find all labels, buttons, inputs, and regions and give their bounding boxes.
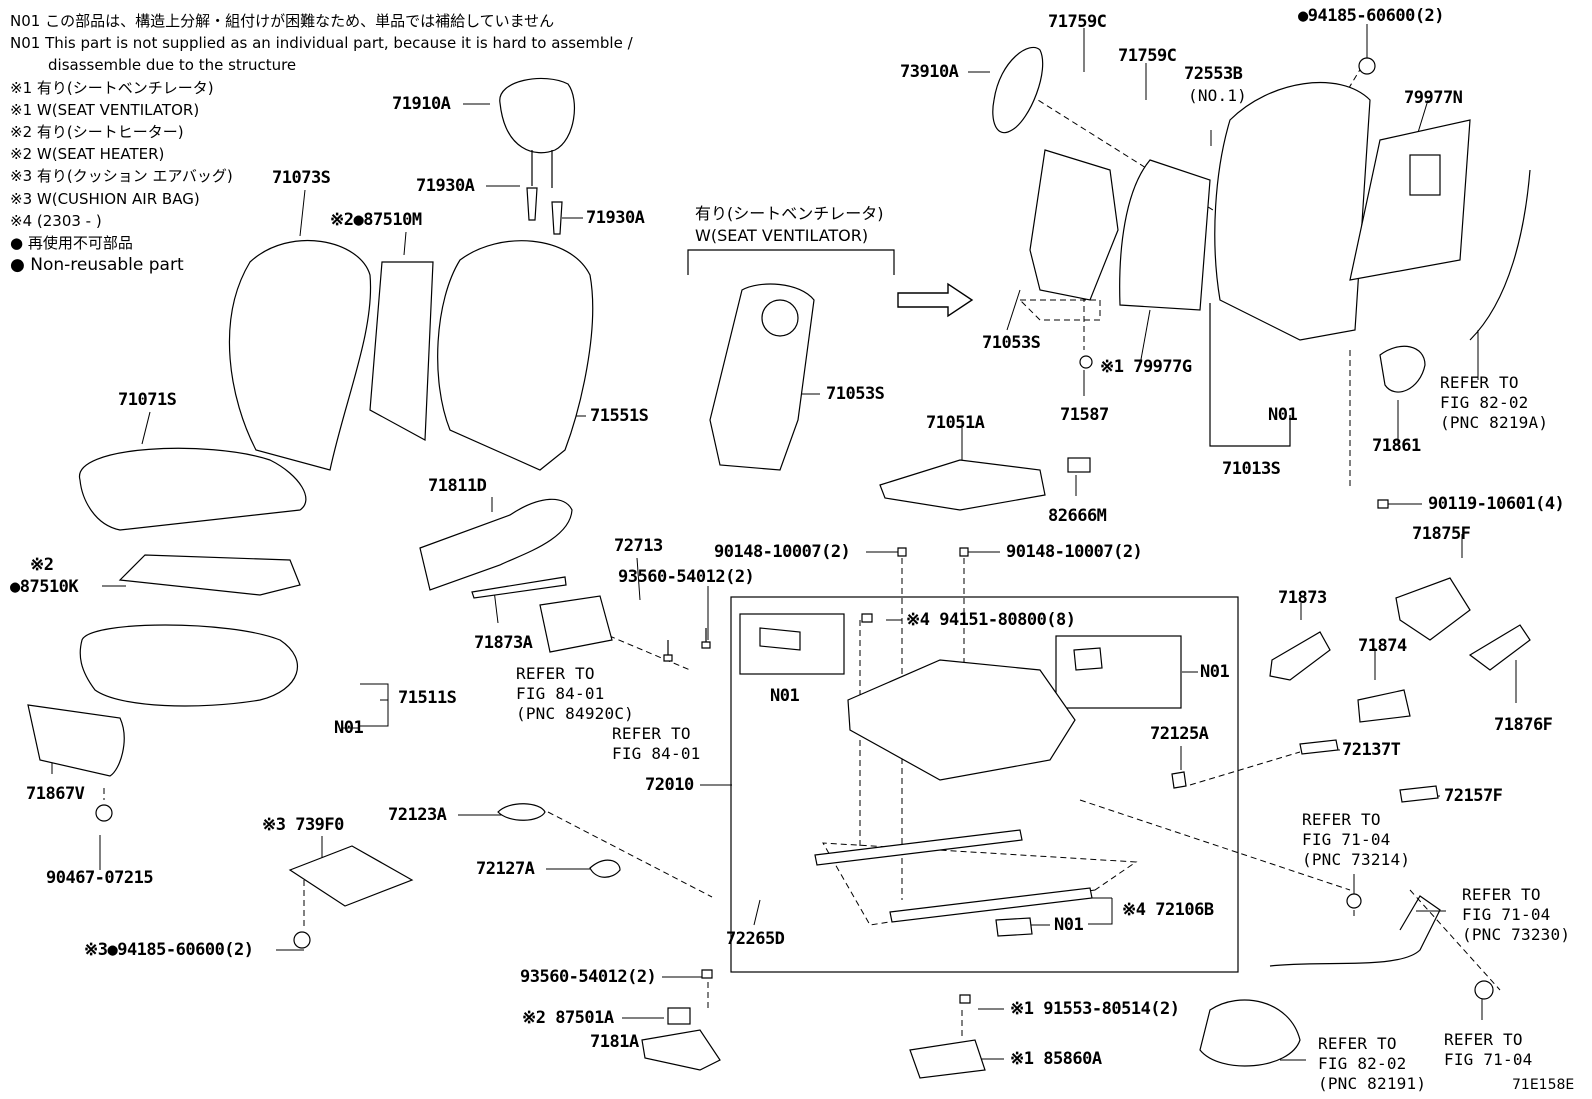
- part-label-72137t[interactable]: 72137T: [1342, 740, 1401, 760]
- note-1-en: ※1 W(SEAT VENTILATOR): [10, 100, 200, 119]
- part-label-72123a[interactable]: 72123A: [388, 805, 447, 825]
- part-label-n01-inset-right[interactable]: N01: [1200, 662, 1230, 682]
- part-label-82666m[interactable]: 82666M: [1048, 506, 1107, 526]
- part-label-71759c-left[interactable]: 71759C: [1048, 12, 1107, 32]
- part-label-71867v[interactable]: 71867V: [26, 784, 85, 804]
- note-n01-en-cont: disassemble due to the structure: [48, 56, 297, 75]
- refer-fig-82-02-82191[interactable]: REFER TO FIG 82-02 (PNC 82191): [1318, 1034, 1427, 1093]
- part-label-87510k[interactable]: ●87510K: [10, 577, 79, 597]
- part-label-72553b-no: (NO.1): [1188, 86, 1247, 105]
- part-label-71910a[interactable]: 71910A: [392, 94, 451, 114]
- note-4: ※4 (2303 - ): [10, 211, 102, 230]
- part-label-71873[interactable]: 71873: [1278, 588, 1327, 608]
- ventilator-group-jp: 有り(シートベンチレータ): [695, 204, 884, 223]
- part-label-71053s-frame[interactable]: 71053S: [982, 333, 1041, 353]
- part-label-87510m[interactable]: ※2●87510M: [330, 210, 422, 230]
- part-label-72157f[interactable]: 72157F: [1444, 786, 1503, 806]
- part-label-87501a[interactable]: ※2 87501A: [522, 1008, 614, 1028]
- part-label-71053s-vent[interactable]: 71053S: [826, 384, 885, 404]
- part-label-71861[interactable]: 71861: [1372, 436, 1421, 456]
- note-n01-jp: N01 この部品は、構造上分解・組付けが困難なため、単品では補給していません: [10, 12, 555, 30]
- part-label-79977g[interactable]: ※1 79977G: [1100, 357, 1192, 377]
- part-label-90119[interactable]: 90119-10601(4): [1428, 494, 1565, 514]
- part-label-79977n[interactable]: 79977N: [1404, 88, 1463, 108]
- headrest-shape: [499, 77, 575, 154]
- seat-back-cover-shape: [228, 239, 372, 471]
- part-label-72125a[interactable]: 72125A: [1150, 724, 1209, 744]
- part-label-71811d[interactable]: 71811D: [428, 476, 487, 496]
- part-label-72553b[interactable]: 72553B: [1184, 64, 1243, 84]
- note-2-jp: ※2 有り(シートヒーター): [10, 123, 184, 142]
- refer-fig-84-01[interactable]: REFER TO FIG 84-01: [612, 724, 701, 763]
- part-label-71874[interactable]: 71874: [1358, 636, 1407, 656]
- part-label-72265d[interactable]: 72265D: [726, 929, 785, 949]
- refer-fig-84-01-84920c[interactable]: REFER TO FIG 84-01 (PNC 84920C): [516, 664, 634, 723]
- part-label-n01-cushion[interactable]: N01: [334, 718, 364, 738]
- refer-fig-71-04-73214[interactable]: REFER TO FIG 71-04 (PNC 73214): [1302, 810, 1411, 869]
- part-label-93560-lower[interactable]: 93560-54012(2): [520, 967, 657, 987]
- ventilator-group-en: W(SEAT VENTILATOR): [695, 226, 869, 245]
- part-label-94151[interactable]: ※4 94151-80800(8): [906, 610, 1076, 630]
- part-label-71759c-right[interactable]: 71759C: [1118, 46, 1177, 66]
- part-label-7181a[interactable]: 7181A: [590, 1032, 639, 1052]
- part-label-85860a[interactable]: ※1 85860A: [1010, 1049, 1102, 1069]
- part-label-72106b[interactable]: ※4 72106B: [1122, 900, 1214, 920]
- part-label-72010[interactable]: 72010: [645, 775, 694, 795]
- refer-fig-71-04-73230[interactable]: REFER TO FIG 71-04 (PNC 73230): [1462, 885, 1571, 944]
- part-label-71875f[interactable]: 71875F: [1412, 524, 1471, 544]
- inset-box-right: [1055, 635, 1182, 709]
- note-1-jp: ※1 有り(シートベンチレータ): [10, 78, 214, 97]
- part-label-n01-inset-left[interactable]: N01: [770, 686, 800, 706]
- part-label-72713[interactable]: 72713: [614, 536, 663, 556]
- note-nonreusable-jp: ● 再使用不可部品: [10, 234, 133, 253]
- inset-box-left: [739, 613, 845, 675]
- ventilator-group-bracket: [687, 249, 895, 275]
- part-label-90148-left[interactable]: 90148-10007(2): [714, 542, 851, 562]
- part-label-71013s[interactable]: 71013S: [1222, 459, 1281, 479]
- part-label-90148-right[interactable]: 90148-10007(2): [1006, 542, 1143, 562]
- part-label-739f0[interactable]: ※3 739F0: [262, 815, 344, 835]
- part-label-72127a[interactable]: 72127A: [476, 859, 535, 879]
- legend-notes: N01 この部品は、構造上分解・組付けが困難なため、単品では補給していません N…: [10, 10, 633, 276]
- note-3-en: ※3 W(CUSHION AIR BAG): [10, 189, 200, 208]
- part-label-71051a[interactable]: 71051A: [926, 413, 985, 433]
- part-label-71876f[interactable]: 71876F: [1494, 715, 1553, 735]
- note-n01-en: N01 This part is not supplied as an indi…: [10, 34, 633, 53]
- part-label-94185-lower[interactable]: ※3●94185-60600(2): [84, 940, 254, 960]
- part-label-71587[interactable]: 71587: [1060, 405, 1109, 425]
- part-label-71073s[interactable]: 71073S: [272, 168, 331, 188]
- note-nonreusable-en: ● Non-reusable part: [10, 255, 184, 276]
- part-label-71930a-left[interactable]: 71930A: [416, 176, 475, 196]
- part-label-n01-frame[interactable]: N01: [1268, 405, 1298, 425]
- part-label-71873a[interactable]: 71873A: [474, 633, 533, 653]
- part-label-90467[interactable]: 90467-07215: [46, 868, 154, 888]
- part-label-n01-motor[interactable]: N01: [1054, 915, 1084, 935]
- part-label-73910a[interactable]: 73910A: [900, 62, 959, 82]
- note-3-jp: ※3 有り(クッション エアバッグ): [10, 167, 233, 186]
- part-label-91553[interactable]: ※1 91553-80514(2): [1010, 999, 1180, 1019]
- part-label-71071s[interactable]: 71071S: [118, 390, 177, 410]
- refer-fig-71-04[interactable]: REFER TO FIG 71-04: [1444, 1030, 1533, 1069]
- part-label-71551s[interactable]: 71551S: [590, 406, 649, 426]
- refer-fig-82-02-8219a[interactable]: REFER TO FIG 82-02 (PNC 8219A): [1440, 373, 1549, 432]
- part-label-94185-upper[interactable]: ●94185-60600(2): [1298, 6, 1445, 26]
- figure-id: 71E158E: [1512, 1077, 1575, 1093]
- arrow-icon: [897, 282, 974, 318]
- part-label-71511s[interactable]: 71511S: [398, 688, 457, 708]
- part-label-93560-upper[interactable]: 93560-54012(2): [618, 567, 755, 587]
- part-label-87510k-note: ※2: [30, 555, 54, 575]
- part-label-71930a-right[interactable]: 71930A: [586, 208, 645, 228]
- note-2-en: ※2 W(SEAT HEATER): [10, 145, 165, 164]
- bracket-71013s: [1209, 303, 1291, 447]
